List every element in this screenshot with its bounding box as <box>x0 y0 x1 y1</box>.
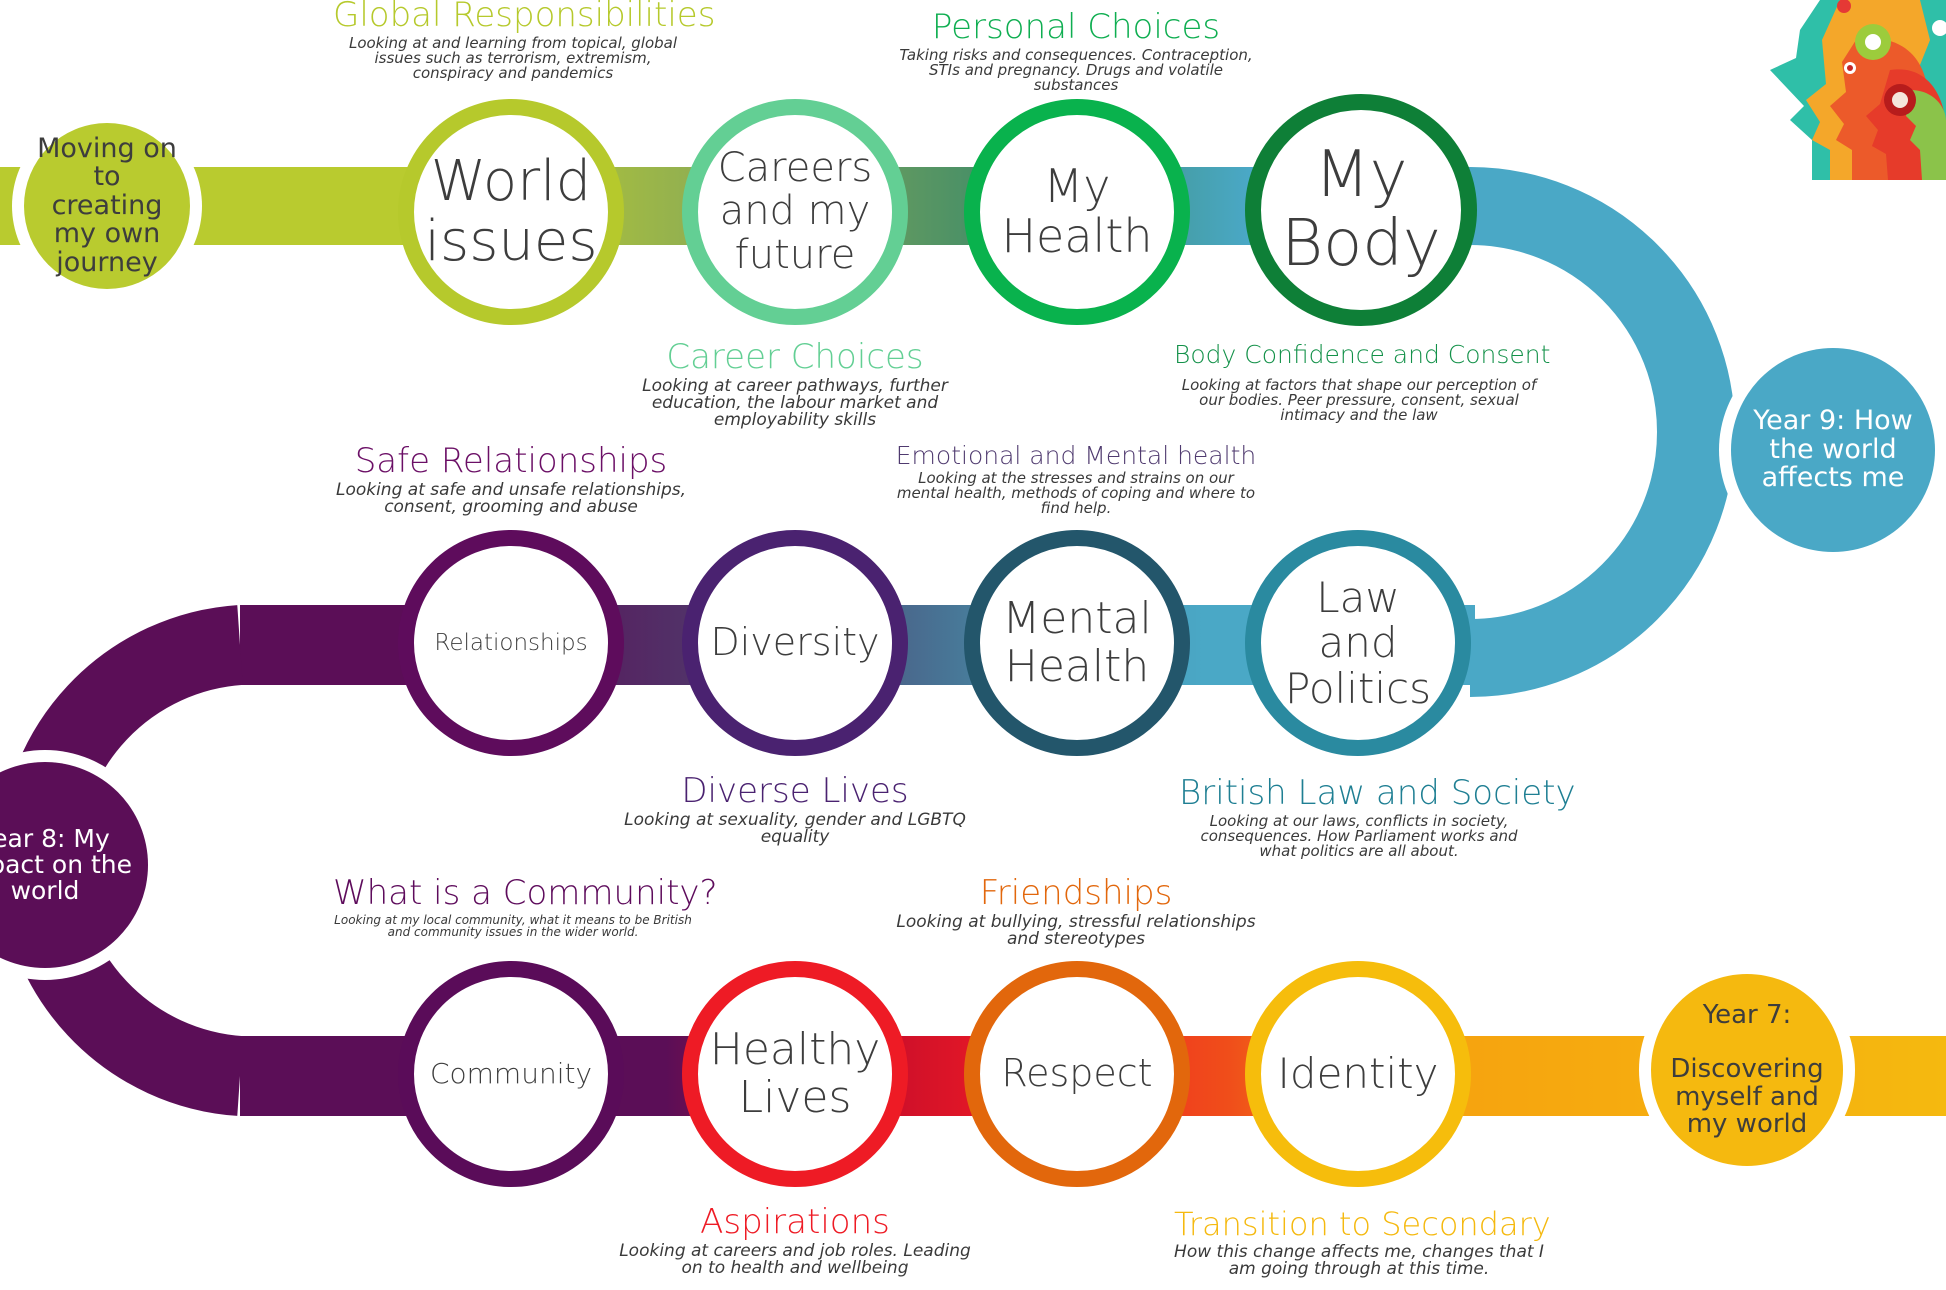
label-title: Transition to Secondary <box>1174 1205 1551 1243</box>
label-emotional-mental: Emotional and Mental health Looking at t… <box>891 441 1261 518</box>
label-body-confidence: Body Confidence and Consent Looking at f… <box>1174 340 1551 425</box>
label-career-choices: Career Choices Looking at career pathway… <box>630 337 960 430</box>
label-title: Body Confidence and Consent <box>1174 340 1551 369</box>
node-my-body: My Body <box>1245 94 1477 326</box>
year7-label: Year 7: Discovering myself and my world <box>1670 999 1824 1139</box>
node-careers: Careers and my future <box>682 99 908 325</box>
label-aspirations: Aspirations Looking at careers and job r… <box>615 1202 975 1278</box>
year10-circle: Moving on to creating my own journey <box>24 123 190 289</box>
node-identity: Identity <box>1245 961 1471 1187</box>
label-desc: How this change affects me, changes that… <box>1174 1241 1544 1279</box>
label-desc: Looking at our laws, conflicts in societ… <box>1200 811 1518 860</box>
label-title: Safe Relationships <box>354 441 668 481</box>
year9-label: Year 9: How the world affects me <box>1753 405 1913 494</box>
label-safe-relationships: Safe Relationships Looking at safe and u… <box>331 441 691 517</box>
road-curve-right <box>1469 167 1735 697</box>
label-desc: Looking at my local community, what it m… <box>334 912 692 939</box>
year9-circle: Year 9: How the world affects me <box>1731 348 1935 552</box>
heads-illustration <box>1760 0 1946 180</box>
node-diversity: Diversity <box>682 530 908 756</box>
label-global-responsibilities: Global Responsibilities Looking at and l… <box>333 0 716 82</box>
label-diverse-lives: Diverse Lives Looking at sexuality, gend… <box>615 771 975 847</box>
label-title: Career Choices <box>666 337 924 377</box>
label-transition: Transition to Secondary How this change … <box>1174 1205 1551 1279</box>
node-relationships: Relationships <box>398 530 624 756</box>
node-my-health: My Health <box>964 99 1190 325</box>
label-title: Aspirations <box>700 1202 890 1242</box>
label-what-is-community: What is a Community? Looking at my local… <box>333 873 718 939</box>
year10-label: Moving on to creating my own journey <box>37 133 177 278</box>
label-desc: Looking at sexuality, gender and LGBTQ e… <box>624 809 966 847</box>
label-title: Personal Choices <box>931 7 1221 47</box>
node-healthy-lives: Healthy Lives <box>682 961 908 1187</box>
label-desc: Looking at factors that shape our percep… <box>1181 376 1537 425</box>
node-mental-health: Mental Health <box>964 530 1190 756</box>
node-law-politics: Law and Politics <box>1245 530 1471 756</box>
label-british-law: British Law and Society Looking at our l… <box>1179 773 1576 860</box>
label-title: Global Responsibilities <box>333 0 716 35</box>
label-title: British Law and Society <box>1179 773 1576 813</box>
year7-circle: Year 7: Discovering myself and my world <box>1651 974 1843 1166</box>
label-title: What is a Community? <box>333 873 718 913</box>
label-desc: Taking risks and consequences. Contracep… <box>899 45 1253 94</box>
node-community: Community <box>398 961 624 1187</box>
label-friendships: Friendships Looking at bullying, stressf… <box>891 873 1261 949</box>
node-respect: Respect <box>964 961 1190 1187</box>
label-desc: Looking at bullying, stressful relations… <box>896 911 1256 949</box>
label-title: Diverse Lives <box>681 771 909 811</box>
label-personal-choices: Personal Choices Taking risks and conseq… <box>896 7 1256 94</box>
label-desc: Looking at safe and unsafe relationships… <box>335 479 687 517</box>
colorful-heads-icon <box>1760 0 1946 180</box>
year8-label: Year 8: My impact on the world <box>0 823 133 906</box>
label-desc: Looking at career pathways, further educ… <box>642 375 948 430</box>
label-title: Friendships <box>979 873 1173 913</box>
label-desc: Looking at and learning from topical, gl… <box>348 33 678 82</box>
label-desc: Looking at careers and job roles. Leadin… <box>619 1240 971 1278</box>
label-title: Emotional and Mental health <box>895 441 1257 470</box>
node-world-issues: World issues <box>398 99 624 325</box>
label-desc: Looking at the stresses and strains on o… <box>896 469 1256 518</box>
